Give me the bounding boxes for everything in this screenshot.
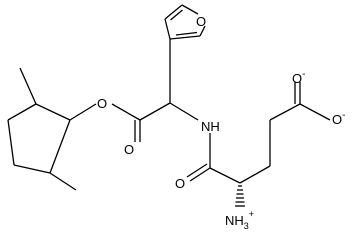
ester-group: [69, 103, 141, 142]
ammonium-label: NH3+: [225, 209, 254, 231]
carboxylate-oxygen-1: O: [292, 71, 302, 86]
carboxylate-group: [239, 82, 331, 184]
carboxylate-oxygen-2-label: O-: [332, 110, 345, 127]
amide-group: [186, 133, 241, 184]
dimethylcyclopentyl-ring: [7, 67, 77, 191]
ammonium-nh: NH: [225, 213, 244, 228]
furan-oxygen-label: O: [196, 14, 206, 29]
carboxylate-charge-2: -: [342, 110, 345, 121]
carboxylate-oxygen-2: O: [332, 112, 342, 127]
ester-oxygen-label: O: [97, 96, 107, 111]
central-bonds: [139, 39, 199, 121]
furan-ring: [164, 4, 206, 40]
hashed-wedge-bond: [235, 185, 245, 207]
amide-carbonyl-oxygen-label: O: [175, 176, 185, 191]
carboxylate-oxygen-1-label: O-: [292, 69, 305, 86]
amide-nitrogen-label: NH: [201, 119, 220, 134]
ammonium-subscript: 3: [244, 221, 249, 231]
ammonium-charge: +: [249, 209, 254, 219]
carboxylate-charge-1: -: [302, 69, 305, 80]
ester-carbonyl-oxygen-label: O: [124, 142, 134, 157]
